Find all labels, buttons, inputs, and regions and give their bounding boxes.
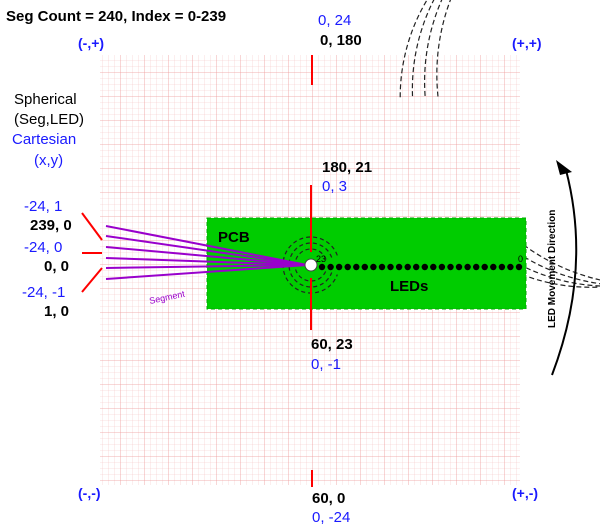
- led-dot: [395, 263, 403, 271]
- led-dot: [370, 263, 377, 271]
- led-dot: [455, 263, 463, 271]
- pcb-label: PCB: [218, 229, 250, 246]
- direction-label: LED Movement Direction: [547, 210, 558, 328]
- segment-line: [105, 225, 308, 266]
- led-dot: [481, 263, 488, 271]
- legend-cartesian-title: Cartesian: [12, 131, 76, 148]
- left-point-3-cartesian: -24, -1: [22, 284, 65, 301]
- segment-line: [105, 235, 308, 266]
- led-dot: [413, 263, 420, 271]
- first-led-index: 23: [316, 254, 326, 264]
- left-point-1-cartesian: -24, 1: [24, 198, 62, 215]
- led-dot: [361, 263, 368, 271]
- inner-ring-arc: [288, 242, 333, 288]
- last-led-index: 0: [518, 254, 523, 264]
- led-dot: [344, 263, 351, 271]
- center-point: [304, 258, 318, 272]
- led-dot: [327, 263, 334, 271]
- center-lower-cartesian: 0, -1: [311, 356, 341, 373]
- led-dot: [378, 263, 386, 271]
- led-dot: [464, 263, 471, 271]
- left-point-3-spherical: 1, 0: [44, 303, 69, 320]
- quadrant-top-right: (+,+): [512, 35, 542, 51]
- led-dot: [473, 263, 480, 271]
- title: Seg Count = 240, Index = 0-239: [6, 8, 226, 25]
- left-lower-leader-line: [81, 267, 103, 293]
- segment-line: [105, 257, 308, 266]
- segment-line: [105, 246, 308, 266]
- segment-line: [105, 264, 308, 280]
- quadrant-bottom-right: (+,-): [512, 485, 538, 501]
- led-dot: [335, 263, 343, 271]
- led-dot: [353, 263, 360, 271]
- led-dot: [421, 263, 428, 271]
- led-dot: [430, 263, 437, 271]
- left-point-2-spherical: 0, 0: [44, 258, 69, 275]
- bottom-point-cartesian: 0, -24: [312, 509, 350, 526]
- quadrant-top-left: (-,+): [78, 35, 104, 51]
- led-dot: [515, 263, 523, 271]
- top-point-spherical: 0, 180: [320, 32, 362, 49]
- bottom-point-spherical: 60, 0: [312, 490, 345, 507]
- led-dot: [498, 263, 506, 271]
- legend-spherical-title: Spherical: [14, 91, 77, 108]
- leds-label: LEDs: [390, 278, 428, 295]
- center-lower-spherical: 60, 23: [311, 336, 353, 353]
- quadrant-bottom-left: (-,-): [78, 485, 101, 501]
- center-upper-spherical: 180, 21: [322, 159, 372, 176]
- left-upper-leader-line: [81, 212, 103, 241]
- led-dot: [387, 263, 394, 271]
- led-dot: [507, 263, 514, 271]
- left-point-1-spherical: 239, 0: [30, 217, 72, 234]
- legend-spherical-format: (Seg,LED): [14, 111, 84, 128]
- left-point-2-cartesian: -24, 0: [24, 239, 62, 256]
- led-dot: [490, 263, 497, 271]
- center-upper-cartesian: 0, 3: [322, 178, 347, 195]
- legend-cartesian-format: (x,y): [34, 152, 63, 169]
- led-dot: [447, 263, 454, 271]
- leader-lines: [81, 55, 313, 487]
- led-dot: [318, 263, 326, 271]
- led-dots: [318, 263, 523, 271]
- segment-lines: [105, 225, 308, 280]
- direction-arrow: [551, 160, 578, 376]
- led-dot: [404, 263, 411, 271]
- segment-line: [105, 264, 308, 269]
- top-point-cartesian: 0, 24: [318, 12, 351, 29]
- led-dot: [438, 263, 446, 271]
